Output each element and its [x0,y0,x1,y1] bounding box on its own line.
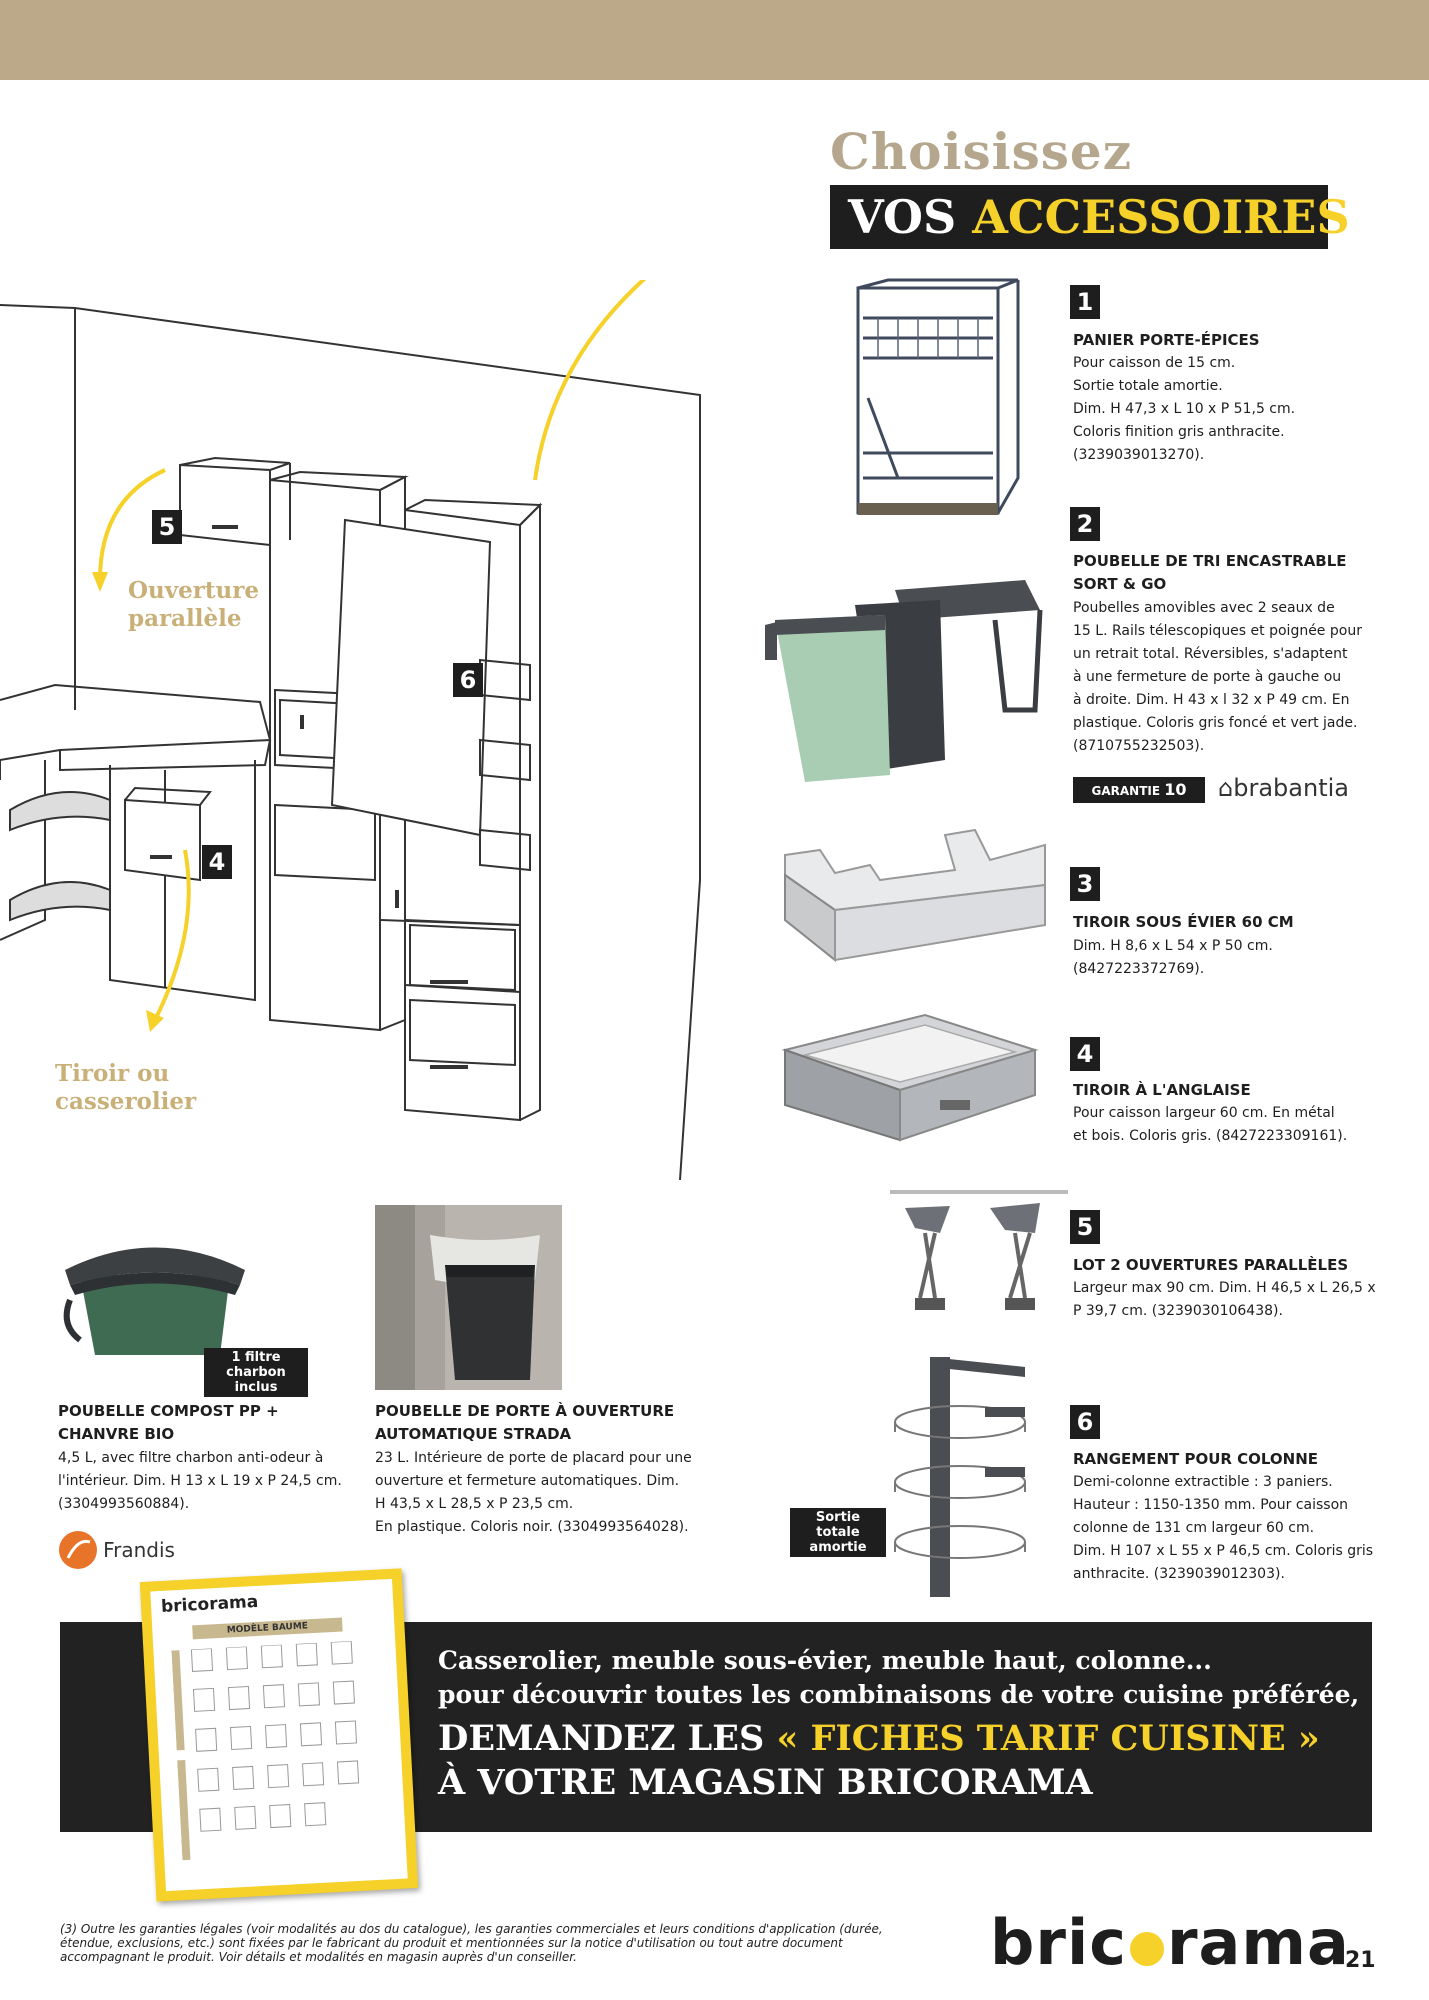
product-number-5: 5 [1070,1210,1100,1244]
product-description-5: Largeur max 90 cm. Dim. H 46,5 x L 26,5 … [1073,1280,1376,1319]
product-description-3: Dim. H 8,6 x L 54 x P 50 cm. (8427223372… [1073,938,1273,977]
callout-parallel-opening: Ouverture parallèle [128,577,259,632]
compost-bin-title: POUBELLE COMPOST PP + CHANVRE BIO [58,1402,279,1443]
page-title-line1: Choisissez [830,122,1133,181]
kitchen-cabinet-illustration [0,280,701,1180]
product-title-3: TIROIR SOUS ÉVIER 60 CM [1073,913,1294,931]
filter-included-badge: 1 filtre charbon inclus [204,1348,308,1397]
product-description-4: Pour caisson largeur 60 cm. En métal et … [1073,1105,1348,1144]
column-storage-image [894,1357,1026,1597]
compost-bin-description: 4,5 L, avec filtre charbon anti-odeur à … [58,1450,342,1512]
product-description-2: Poubelles amovibles avec 2 seaux de 15 L… [1073,600,1362,754]
frandis-logo-mark [59,1531,97,1569]
product-title-1: PANIER PORTE-ÉPICES [1073,331,1260,349]
spice-rack-image [856,278,1020,515]
product-title-2: POUBELLE DE TRI ENCASTRABLE SORT & GO [1073,552,1347,593]
sorting-bin-image [765,580,1043,782]
tarif-sheet-thumbnail: bricorama MODÈLE BAUME [139,1568,419,1902]
product-description-1: Pour caisson de 15 cm. Sortie totale amo… [1073,355,1296,463]
promo-line-1: Casserolier, meuble sous-évier, meuble h… [438,1646,1212,1675]
product-number-1: 1 [1070,285,1100,319]
title-accessoires: ACCESSOIRES [972,190,1350,244]
product-title-6: RANGEMENT POUR COLONNE [1073,1450,1319,1468]
brabantia-logo: ⌂brabantia [1218,774,1349,802]
product-number-2: 2 [1070,507,1100,541]
illustration-number-5: 5 [152,510,182,544]
product-number-4: 4 [1070,1037,1100,1071]
product-number-6: 6 [1070,1405,1100,1439]
english-drawer-image [781,1013,1039,1142]
parallel-opening-hinges-image [890,1190,1068,1310]
page-number: 21 [1345,1948,1376,1973]
logo-dot [1129,1932,1164,1966]
promo-line-3: DEMANDEZ LES « FICHES TARIF CUISINE » [438,1718,1320,1759]
door-bin-description: 23 L. Intérieure de porte de placard pou… [375,1450,692,1535]
frandis-logo: Frandis [58,1530,175,1570]
illustration-number-4: 4 [202,845,232,879]
under-sink-drawer-image [784,828,1046,963]
product-number-3: 3 [1070,867,1100,901]
house-icon: ⌂ [1218,774,1234,802]
illustration-number-6: 6 [453,663,483,697]
soft-close-badge: Sortie totale amortie [790,1508,886,1557]
guarantee-badge: GARANTIE 10 ANS⁽³⁾ [1073,777,1205,824]
compost-bin-image [63,1247,245,1355]
product-title-4: TIROIR À L'ANGLAISE [1073,1081,1251,1099]
door-bin-photo [375,1205,562,1390]
promo-line-4: À VOTRE MAGASIN BRICORAMA [438,1762,1093,1803]
tarif-sheet-grid [171,1640,360,1861]
title-vos: VOS [848,190,957,244]
callout-drawer: Tiroir ou casserolier [55,1060,197,1115]
promo-line-2: pour découvrir toutes les combinaisons d… [438,1680,1360,1709]
product-description-6: Demi-colonne extractible : 3 paniers. Ha… [1073,1474,1374,1582]
top-color-band [0,0,1429,80]
page-title-line2: VOS ACCESSOIRES [830,185,1350,249]
product-title-5: LOT 2 OUVERTURES PARALLÈLES [1073,1256,1349,1274]
legal-footnote: (3) Outre les garanties légales (voir mo… [60,1922,883,1964]
door-bin-title: POUBELLE DE PORTE À OUVERTURE AUTOMATIQU… [375,1402,675,1443]
